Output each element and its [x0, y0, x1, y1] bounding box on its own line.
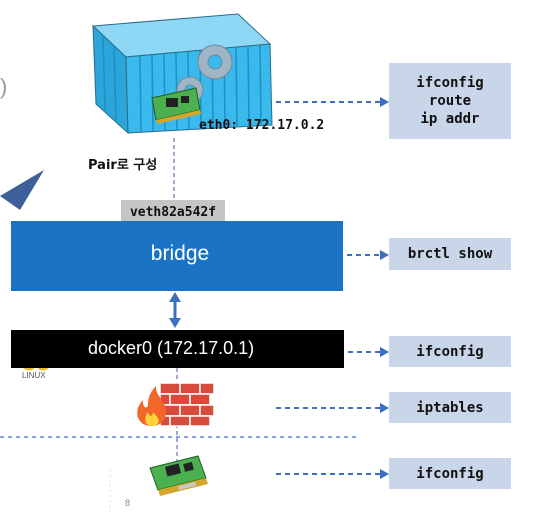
- command-nic-ifconfig: ifconfig: [416, 465, 484, 482]
- command-route: route: [428, 93, 472, 109]
- arrow-to-bridge-commands: [347, 250, 389, 260]
- veth-interface-label: veth82a542f: [129, 205, 217, 220]
- host-network-card-icon: [149, 455, 208, 496]
- partial-parenthesis-glyph: ): [0, 74, 8, 99]
- command-brctl-show: brctl show: [407, 246, 493, 262]
- command-ip-addr: ip addr: [420, 111, 480, 127]
- linux-caption: LINUX: [22, 371, 46, 380]
- bridge-commands-box: brctl show: [389, 238, 511, 270]
- arrow-to-container-commands: [276, 97, 389, 107]
- nic-commands-box: ifconfig: [389, 458, 511, 489]
- docker0-box: [11, 330, 344, 368]
- arrow-to-docker0-commands: [348, 347, 389, 357]
- command-ifconfig: ifconfig: [416, 75, 484, 91]
- page-number: 8: [125, 498, 131, 508]
- container-commands-box: ifconfig route ip addr: [389, 63, 511, 139]
- arrow-to-firewall-commands: [276, 403, 389, 413]
- command-iptables: iptables: [416, 399, 484, 416]
- docker0-commands-box: ifconfig: [389, 336, 511, 367]
- partial-arrow-shape: [0, 170, 44, 210]
- pair-note-label: Pair로 구성: [88, 158, 158, 173]
- arrow-to-nic-commands: [276, 469, 389, 479]
- docker0-label: docker0 (172.17.0.1): [88, 338, 255, 358]
- eth0-address-label: eth0: 172.17.0.2: [199, 118, 325, 133]
- bridge-box: [11, 221, 343, 291]
- firewall-icon: [137, 382, 215, 427]
- flame-icon: [137, 386, 166, 426]
- command-docker0-ifconfig: ifconfig: [416, 343, 484, 360]
- firewall-commands-box: iptables: [389, 392, 511, 423]
- network-card-icon: [151, 87, 201, 124]
- bridge-docker0-arrow: [169, 292, 181, 328]
- bridge-label: bridge: [150, 242, 210, 265]
